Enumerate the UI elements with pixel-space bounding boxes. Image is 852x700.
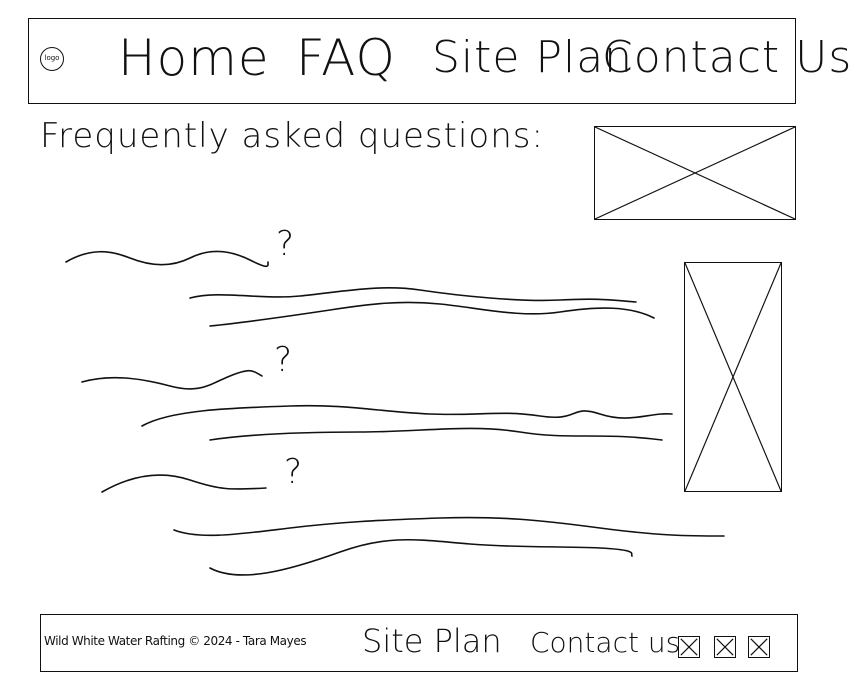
social-placeholder-icon — [716, 638, 734, 656]
faq-question-line — [101, 474, 267, 493]
footer-bar — [40, 614, 798, 672]
footer-contact-link[interactable]: Contact us — [530, 626, 681, 659]
social-placeholder-icon — [750, 638, 768, 656]
nav-faq-link[interactable]: FAQ — [296, 29, 396, 87]
logo-icon[interactable]: logo — [40, 47, 64, 71]
image-placeholder-icon — [685, 263, 781, 491]
social-placeholder-icon — [680, 638, 698, 656]
faq-answer-line — [189, 287, 637, 303]
page-title: Frequently asked questions: — [40, 116, 544, 156]
faq-answer-line — [141, 404, 673, 427]
social-icon-placeholder[interactable] — [714, 636, 736, 658]
faq-question-line — [81, 369, 263, 390]
faq-question-line — [65, 250, 269, 268]
social-icon-placeholder[interactable] — [678, 636, 700, 658]
nav-home-link[interactable]: Home — [118, 29, 270, 87]
faq-answer-line — [209, 538, 633, 576]
faq-question-mark: ? — [284, 452, 303, 492]
footer-site-plan-link[interactable]: Site Plan — [362, 622, 502, 660]
image-placeholder-icon — [595, 127, 795, 219]
nav-site-plan-link[interactable]: Site Plan — [432, 32, 634, 83]
image-placeholder-side — [684, 262, 782, 492]
nav-bar — [28, 18, 796, 104]
faq-question-mark: ? — [274, 340, 293, 380]
footer-copyright: Wild White Water Rafting © 2024 - Tara M… — [44, 634, 307, 648]
faq-answer-line — [173, 516, 725, 537]
faq-question-mark: ? — [276, 224, 295, 264]
social-icon-placeholder[interactable] — [748, 636, 770, 658]
faq-answer-line — [209, 301, 655, 327]
image-placeholder-top — [594, 126, 796, 220]
nav-contact-link[interactable]: Contact Us — [602, 32, 852, 83]
faq-answer-line — [209, 427, 663, 441]
